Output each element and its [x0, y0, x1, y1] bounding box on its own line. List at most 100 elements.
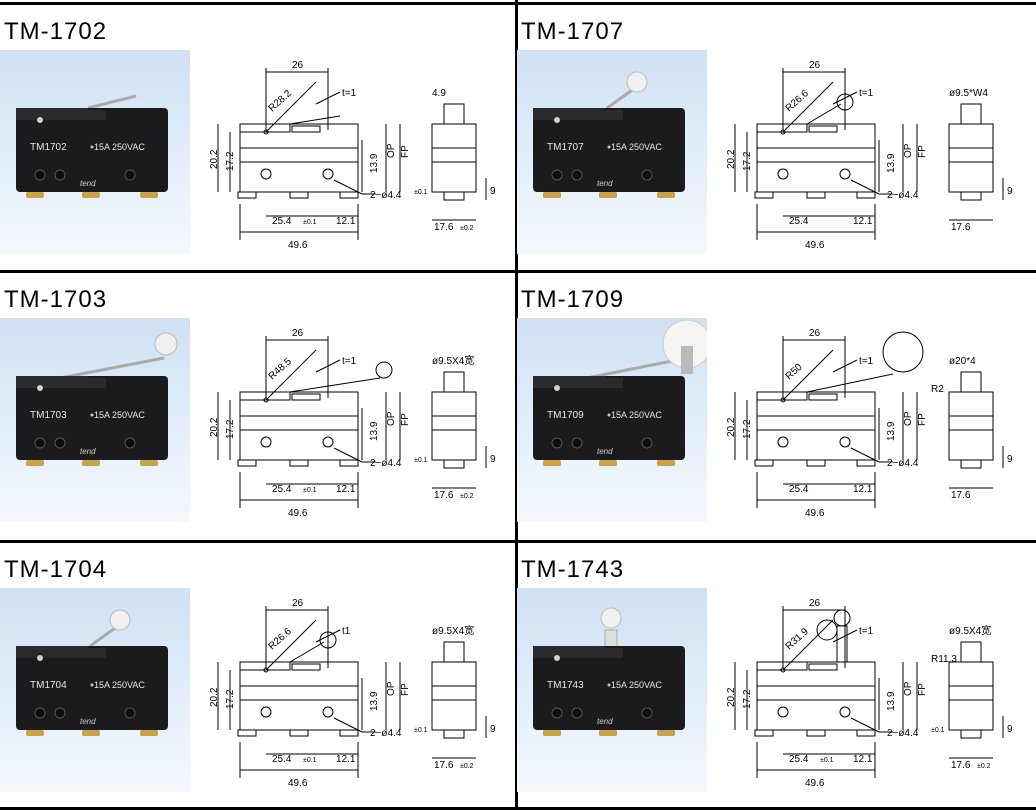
radius-label: R26.6 [267, 626, 295, 652]
product-photo: TM1702 15A 250VAC tend [0, 50, 190, 254]
width-side-label: ø9.5X4宽 [432, 354, 474, 367]
model-label: TM-1703 [4, 286, 108, 313]
side-w-tol-label: ±0.2 [460, 225, 474, 232]
switch-photo-icon: TM1702 15A 250VAC tend [16, 94, 168, 198]
thickness-label: t=1 [859, 356, 874, 367]
op-label: OP [386, 681, 397, 696]
hole-tol-label: ±0.1 [414, 189, 428, 196]
base1-tol-label: ±0.1 [303, 757, 317, 764]
h2-label: 17.2 [742, 151, 753, 171]
side-h-label: 9 [490, 186, 496, 197]
base2-label: 12.1 [853, 216, 873, 227]
product-photo: TM1707 15A 250VAC tend [517, 50, 707, 254]
hole-tol-label: ±0.1 [414, 727, 428, 734]
rating-label: 15A 250VAC [94, 680, 145, 690]
total-label: 49.6 [288, 778, 308, 789]
model-label: TM-1743 [521, 556, 625, 583]
body-label-label: TM1743 [547, 680, 584, 691]
brand-label: tend [80, 447, 96, 456]
side-w-label: 17.6 [951, 222, 971, 233]
h1-label: 20.2 [209, 149, 220, 169]
base1-tol-label: ±0.1 [303, 219, 317, 226]
width-side-label: 4.9 [432, 88, 446, 99]
total-label: 49.6 [288, 508, 308, 519]
radius-label: R48.5 [267, 356, 295, 382]
side-h-label: 9 [1007, 724, 1013, 735]
h3-label: 13.9 [886, 691, 897, 711]
brand-label: tend [597, 179, 613, 188]
base2-label: 12.1 [853, 484, 873, 495]
base1-tol-label: ±0.1 [820, 757, 834, 764]
total-label: 49.6 [805, 240, 825, 251]
thickness-label: t=1 [342, 88, 357, 99]
base1-label: 25.4 [789, 754, 809, 765]
body-label-label: TM1709 [547, 410, 584, 421]
side-h-label: 9 [1007, 454, 1013, 465]
model-label: TM-1709 [521, 286, 625, 313]
body-label-label: TM1704 [30, 680, 67, 691]
brand-label: tend [597, 447, 613, 456]
grid-rule [0, 540, 1036, 543]
radius-label: R50 [784, 361, 805, 382]
radius-label: R26.6 [784, 88, 812, 114]
product-photo: TM1704 15A 250VAC tend [0, 588, 190, 792]
grid-rule [0, 2, 1036, 5]
top-label: 26 [809, 598, 821, 609]
base1-label: 25.4 [272, 754, 292, 765]
side-h-label: 9 [490, 724, 496, 735]
fp-label: FP [400, 683, 411, 696]
h1-label: 20.2 [726, 687, 737, 707]
switch-photo-icon: TM1709 15A 250VAC tend [533, 319, 707, 466]
h3-label: 13.9 [369, 691, 380, 711]
thickness-label: t=1 [859, 88, 874, 99]
op-label: OP [386, 411, 397, 426]
hole-label: 2−ø4.4 [370, 728, 402, 739]
side-h-label: 9 [490, 454, 496, 465]
thickness-label: t=1 [859, 626, 874, 637]
thickness-label: t1 [342, 626, 351, 637]
op-label: OP [903, 411, 914, 426]
h2-label: 17.2 [742, 689, 753, 709]
h3-label: 13.9 [369, 153, 380, 173]
dimension-drawing: 26 R31.9 t=1 ø9.5X4宽 20.2 17.2 13.9 OP F… [717, 582, 1027, 804]
product-cell-tm-1704: TM-1704 TM1704 15A 250VAC tend [0, 542, 515, 810]
switch-photo-icon: TM1703 15A 250VAC tend [16, 332, 178, 466]
h3-label: 13.9 [369, 421, 380, 441]
hole-label: 2−ø4.4 [887, 728, 919, 739]
top-label: 26 [292, 60, 304, 71]
radius-label: R28.2 [267, 88, 295, 114]
base1-label: 25.4 [789, 216, 809, 227]
side-h-label: 9 [1007, 186, 1013, 197]
extra-label: R11.3 [931, 654, 957, 665]
fp-label: FP [917, 145, 928, 158]
side-w-label: 17.6 [434, 760, 454, 771]
body-label-label: TM1702 [30, 142, 67, 153]
side-w-label: 17.6 [951, 760, 971, 771]
brand-label: tend [80, 179, 96, 188]
brand-label: tend [597, 717, 613, 726]
total-label: 49.6 [805, 778, 825, 789]
product-photo: TM1709 15A 250VAC tend [517, 318, 707, 522]
h1-label: 20.2 [209, 687, 220, 707]
product-photo: TM1703 15A 250VAC tend [0, 318, 190, 522]
top-label: 26 [809, 60, 821, 71]
radius-label: R31.9 [784, 626, 812, 652]
hole-label: 2−ø4.4 [370, 190, 402, 201]
h2-label: 17.2 [742, 419, 753, 439]
base2-label: 12.1 [336, 754, 356, 765]
hole-label: 2−ø4.4 [887, 190, 919, 201]
base1-label: 25.4 [272, 216, 292, 227]
hole-label: 2−ø4.4 [370, 458, 402, 469]
grid-divider [515, 0, 518, 810]
thickness-label: t=1 [342, 356, 357, 367]
rating-label: 15A 250VAC [611, 680, 662, 690]
fp-label: FP [917, 683, 928, 696]
fp-label: FP [400, 413, 411, 426]
rating-label: 15A 250VAC [611, 142, 662, 152]
base1-label: 25.4 [272, 484, 292, 495]
top-label: 26 [292, 328, 304, 339]
body-label-label: TM1707 [547, 142, 584, 153]
h2-label: 17.2 [225, 151, 236, 171]
fp-label: FP [400, 145, 411, 158]
